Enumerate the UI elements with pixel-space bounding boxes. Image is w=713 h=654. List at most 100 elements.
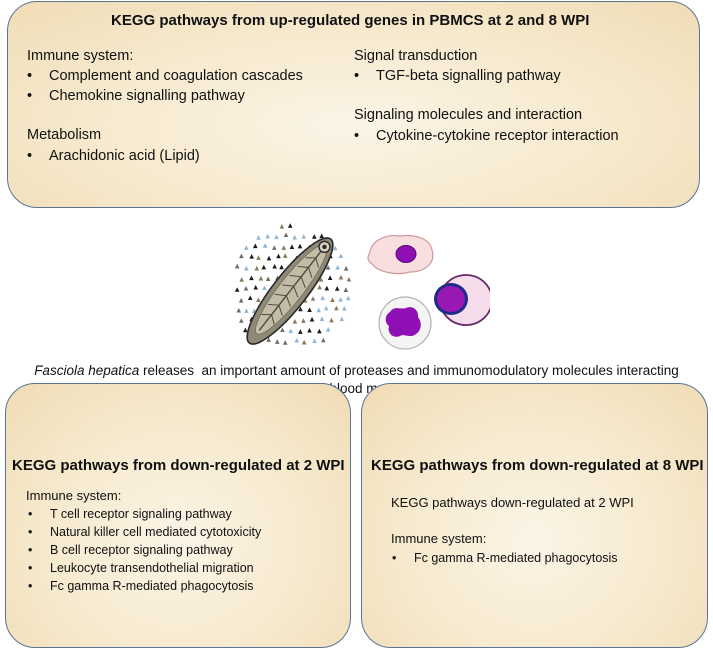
list-item: TGF-beta signalling pathway (354, 66, 561, 86)
metabolism-list: Arachidonic acid (Lipid) (27, 146, 200, 166)
molecule-icon (307, 307, 312, 313)
immune-system-heading: Immune system: (26, 488, 122, 503)
caption-line-1: Fasciola hepatica releases an important … (0, 362, 713, 380)
upregulated-pathways-box: KEGG pathways from up-regulated genes in… (7, 1, 700, 208)
molecule-icon (289, 244, 295, 249)
list-item: Natural killer cell mediated cytotoxicit… (28, 523, 261, 541)
molecule-icon (329, 317, 334, 323)
list-item: Leukocyte transendothelial migration (28, 559, 261, 577)
molecule-icon (317, 328, 322, 334)
molecule-icon (239, 277, 244, 282)
molecule-icon (288, 328, 294, 334)
molecule-icon (272, 263, 277, 269)
molecule-icon (311, 234, 317, 239)
molecule-icon (279, 224, 285, 229)
molecule-icon (234, 287, 240, 292)
molecule-icon (274, 234, 279, 240)
molecule-icon (254, 265, 260, 271)
list-item: Complement and coagulation cascades (27, 66, 303, 86)
molecule-icon (279, 264, 284, 270)
downregulated-8wpi-box: KEGG pathways from down-regulated at 8 W… (361, 383, 708, 648)
molecule-icon (341, 305, 347, 311)
molecule-icon (320, 295, 326, 301)
molecule-icon (249, 275, 254, 281)
molecule-icon (256, 235, 261, 240)
downregulated-8wpi-list: Fc gamma R-mediated phagocytosis (392, 549, 618, 567)
molecule-icon (338, 297, 343, 302)
molecule-icon (343, 266, 349, 271)
molecule-icon (298, 329, 303, 334)
molecule-icon (321, 337, 326, 343)
signaling-molecules-list: Cytokine-cytokine receptor interaction (354, 126, 619, 146)
molecule-icon (266, 337, 271, 342)
molecule-icon (253, 284, 259, 290)
signal-transduction-list: TGF-beta signalling pathway (354, 66, 561, 86)
molecule-icon (309, 316, 315, 322)
molecule-icon (256, 297, 261, 302)
molecule-icon (301, 318, 306, 323)
molecule-icon (298, 306, 303, 312)
molecule-icon (287, 223, 293, 228)
list-item: Cytokine-cytokine receptor interaction (354, 126, 619, 146)
molecule-icon (244, 308, 249, 313)
molecule-icon (247, 295, 253, 301)
molecule-icon (297, 243, 303, 249)
immune-system-list: Complement and coagulation cascades Chem… (27, 66, 303, 106)
molecule-icon (266, 255, 272, 261)
molecule-icon (281, 245, 287, 250)
molecule-icon (327, 275, 333, 280)
list-item: B cell receptor signaling pathway (28, 541, 261, 559)
molecule-icon (325, 327, 331, 332)
molecule-icon (292, 234, 298, 240)
molecule-icon (319, 316, 325, 321)
molecule-icon (338, 274, 344, 280)
molecule-icon (301, 234, 307, 239)
upregulated-title: KEGG pathways from up-regulated genes in… (111, 12, 590, 29)
molecule-icon (282, 253, 288, 258)
molecule-icon (265, 233, 270, 239)
species-name: Fasciola hepatica (34, 363, 140, 378)
fasciola-hepatica-icon (246, 237, 334, 345)
downregulated-8wpi-title: KEGG pathways from down-regulated at 8 W… (371, 457, 704, 474)
immune-system-heading: Immune system: (391, 531, 487, 546)
molecule-icon (345, 295, 351, 301)
molecule-icon (339, 316, 345, 322)
molecule-icon (253, 243, 258, 249)
list-item: Fc gamma R-mediated phagocytosis (28, 577, 261, 595)
molecule-icon (283, 232, 289, 238)
molecule-icon (301, 339, 307, 345)
molecule-icon (265, 276, 271, 282)
molecule-icon (249, 253, 254, 259)
molecule-icon (256, 255, 261, 260)
downregulated-8wpi-note: KEGG pathways down-regulated at 2 WPI (391, 495, 634, 510)
molecule-icon (234, 263, 240, 269)
molecule-icon (324, 285, 330, 291)
downregulated-2wpi-list: T cell receptor signaling pathway Natura… (28, 505, 261, 595)
molecule-icon (294, 337, 300, 343)
molecule-icon (338, 253, 344, 259)
molecule-icon (325, 265, 331, 270)
molecule-icon (244, 265, 249, 271)
molecule-icon (310, 296, 316, 301)
molecule-icon (271, 245, 277, 250)
molecule-icon (292, 319, 298, 324)
molecule-icon (317, 284, 322, 290)
immune-system-heading: Immune system: (27, 48, 134, 64)
molecule-icon (258, 275, 264, 281)
molecule-icon (323, 305, 329, 311)
molecule-icon (332, 245, 338, 251)
molecule-icon (262, 285, 267, 291)
molecule-icon (346, 276, 352, 282)
molecule-icon (282, 340, 288, 345)
molecule-icon (274, 339, 280, 344)
molecule-icon (307, 327, 312, 333)
list-item: Fc gamma R-mediated phagocytosis (392, 549, 618, 567)
list-item: Chemokine signalling pathway (27, 86, 303, 106)
metabolism-heading: Metabolism (27, 127, 102, 143)
molecule-icon (316, 307, 322, 313)
signaling-molecules-heading: Signaling molecules and interaction (354, 107, 583, 123)
molecule-icon (334, 305, 339, 311)
molecule-icon (318, 277, 324, 282)
molecule-icon (335, 264, 340, 270)
downregulated-2wpi-box: KEGG pathways from down-regulated at 2 W… (5, 383, 351, 648)
